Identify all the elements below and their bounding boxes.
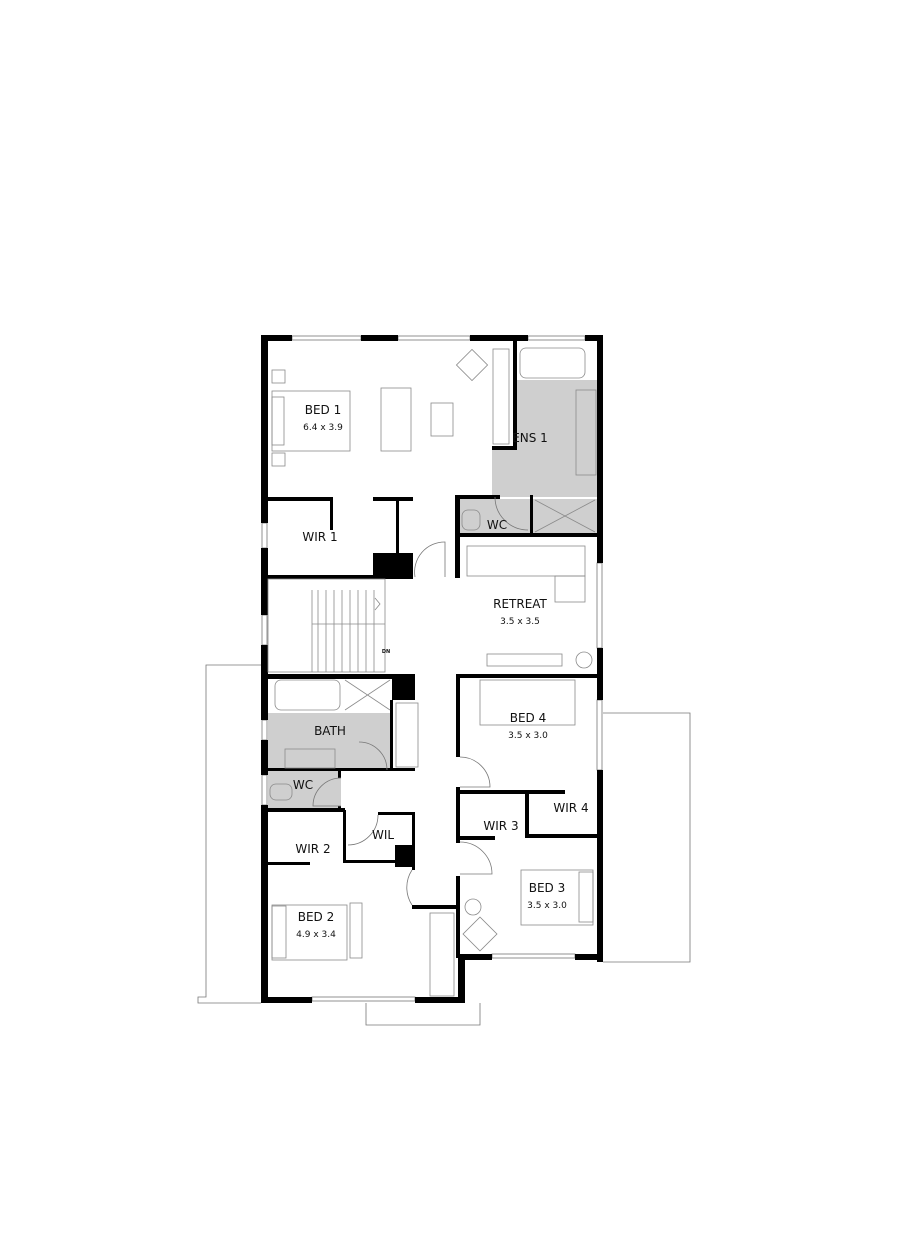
room-size-bed2: 4.9 x 3.4: [296, 930, 336, 940]
room-label-bed4: BED 4: [510, 711, 547, 725]
room-label-bed2: BED 2: [298, 910, 335, 924]
room-label-bath: BATH: [314, 724, 346, 738]
room-size-bed1: 6.4 x 3.9: [303, 423, 343, 433]
room-label-bed3: BED 3: [529, 881, 566, 895]
room-label-bed1: BED 1: [305, 403, 342, 417]
bath-tub: [274, 679, 341, 711]
outdoor-outlines: [197, 664, 691, 1026]
walls: [261, 335, 603, 1003]
room-label-wil: WIL: [372, 828, 394, 842]
room-label-wir3: WIR 3: [483, 819, 518, 833]
wet-areas: [268, 380, 597, 808]
bed3-bed: [520, 869, 594, 926]
staircase[interactable]: [267, 578, 386, 673]
stair-direction-label: DN: [382, 649, 390, 655]
bathtub: [519, 347, 586, 379]
retreat-sofa: [466, 545, 586, 577]
room-size-bed4: 3.5 x 3.0: [508, 731, 548, 741]
room-label-ens1: ENS 1: [512, 431, 548, 445]
room-label-wc1: WC: [487, 518, 507, 532]
room-size-bed3: 3.5 x 3.0: [527, 901, 567, 911]
door-swings: [312, 496, 529, 906]
bed4-bed: [479, 679, 576, 726]
room-label-wir4: WIR 4: [553, 801, 588, 815]
room-label-wir1: WIR 1: [302, 530, 337, 544]
toilet: [461, 509, 481, 531]
sofa: [380, 387, 412, 452]
room-label-retreat: RETREAT: [493, 597, 547, 611]
room-size-retreat: 3.5 x 3.5: [500, 617, 540, 627]
room-label-wir2: WIR 2: [295, 842, 330, 856]
fixtures: [269, 347, 597, 997]
room-label-wc2: WC: [293, 778, 313, 792]
